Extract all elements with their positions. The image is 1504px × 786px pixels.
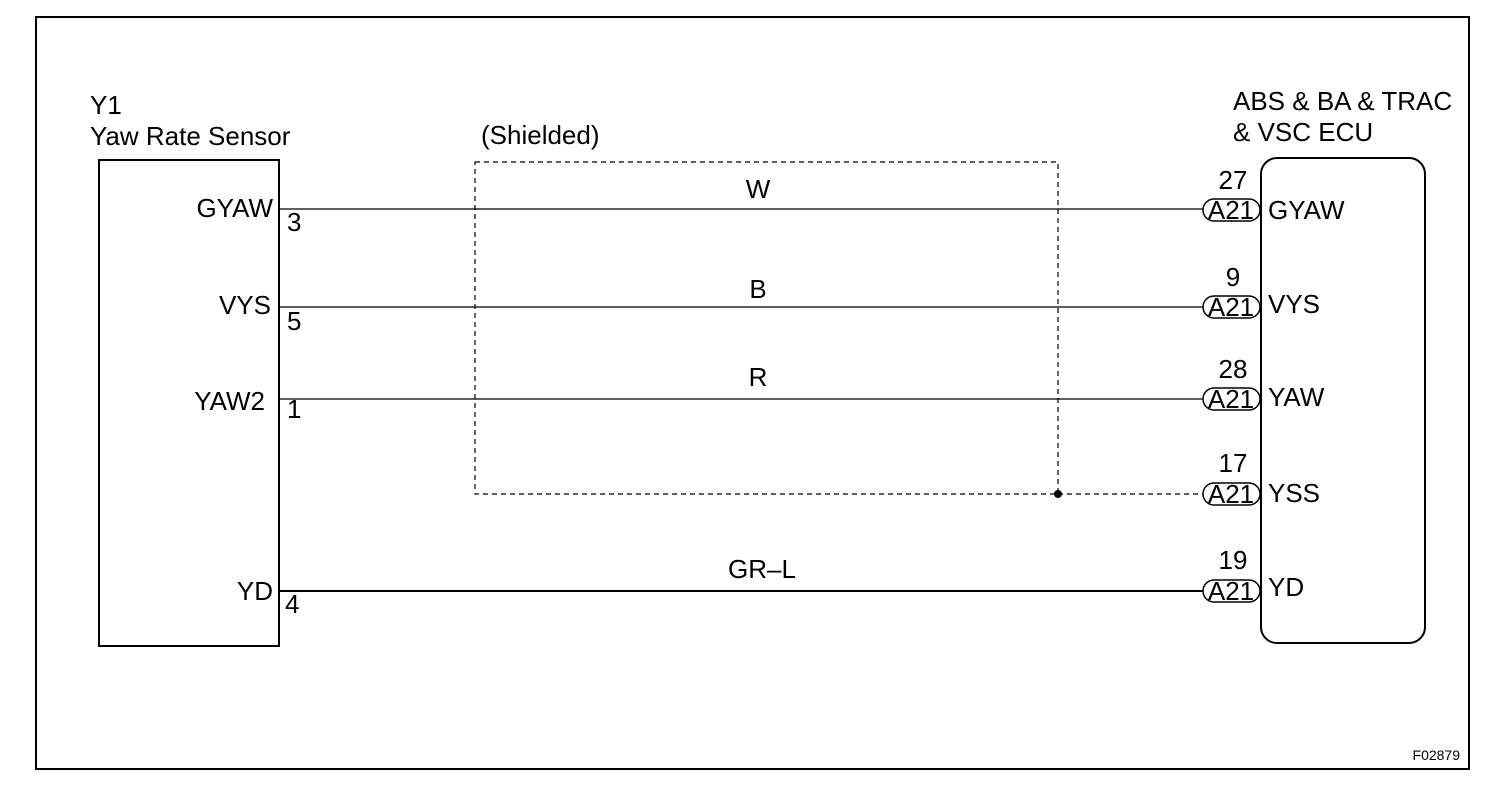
- sensor-box: [98, 159, 280, 647]
- wire-color-b: B: [749, 274, 766, 304]
- ecu-name-line2: & VSC ECU: [1233, 117, 1373, 147]
- shield-label: (Shielded): [481, 120, 600, 150]
- sensor-pin-1: 1: [287, 394, 301, 424]
- ecu-name-line1: ABS & BA & TRAC: [1233, 86, 1452, 116]
- shield-junction-dot: [1054, 490, 1062, 498]
- sensor-signal-vys: VYS: [219, 290, 271, 320]
- ecu-pin-27: 27: [1219, 165, 1248, 195]
- connector-a21-oval: [1202, 198, 1261, 222]
- connector-a21-oval: [1202, 579, 1261, 603]
- connector-a21-label: A21: [1208, 576, 1254, 606]
- wire-color-gr-l: GR–L: [728, 554, 796, 584]
- sensor-signal-yaw2: YAW2: [194, 386, 265, 416]
- ecu-signal-yd: YD: [1268, 572, 1304, 602]
- outer-frame: [35, 16, 1470, 770]
- sensor-pin-3: 3: [287, 207, 301, 237]
- sensor-id: Y1: [90, 90, 122, 120]
- ecu-signal-yaw: YAW: [1268, 382, 1325, 412]
- connector-a21-oval: [1202, 387, 1261, 411]
- ecu-pin-9: 9: [1226, 262, 1240, 292]
- ecu-box: [1260, 157, 1426, 644]
- connector-a21-oval: [1202, 482, 1261, 506]
- wire-color-w: W: [746, 174, 771, 204]
- ecu-pin-19: 19: [1219, 545, 1248, 575]
- shield-boundary: [474, 161, 1059, 495]
- ecu-signal-vys: VYS: [1268, 289, 1320, 319]
- sensor-pin-5: 5: [287, 306, 301, 336]
- connector-a21-label: A21: [1208, 195, 1254, 225]
- ecu-signal-yss: YSS: [1268, 478, 1320, 508]
- sensor-pin-4: 4: [285, 589, 299, 619]
- ecu-pin-17: 17: [1219, 448, 1248, 478]
- sensor-signal-gyaw: GYAW: [196, 193, 273, 223]
- connector-a21-oval: [1202, 295, 1261, 319]
- wire-color-r: R: [749, 362, 768, 392]
- sensor-signal-yd: YD: [237, 576, 273, 606]
- sensor-name: Yaw Rate Sensor: [90, 121, 291, 151]
- figure-code: F02879: [1413, 747, 1461, 763]
- connector-a21-label: A21: [1208, 384, 1254, 414]
- ecu-signal-gyaw: GYAW: [1268, 195, 1345, 225]
- ecu-pin-28: 28: [1219, 354, 1248, 384]
- connector-a21-label: A21: [1208, 479, 1254, 509]
- connector-a21-label: A21: [1208, 292, 1254, 322]
